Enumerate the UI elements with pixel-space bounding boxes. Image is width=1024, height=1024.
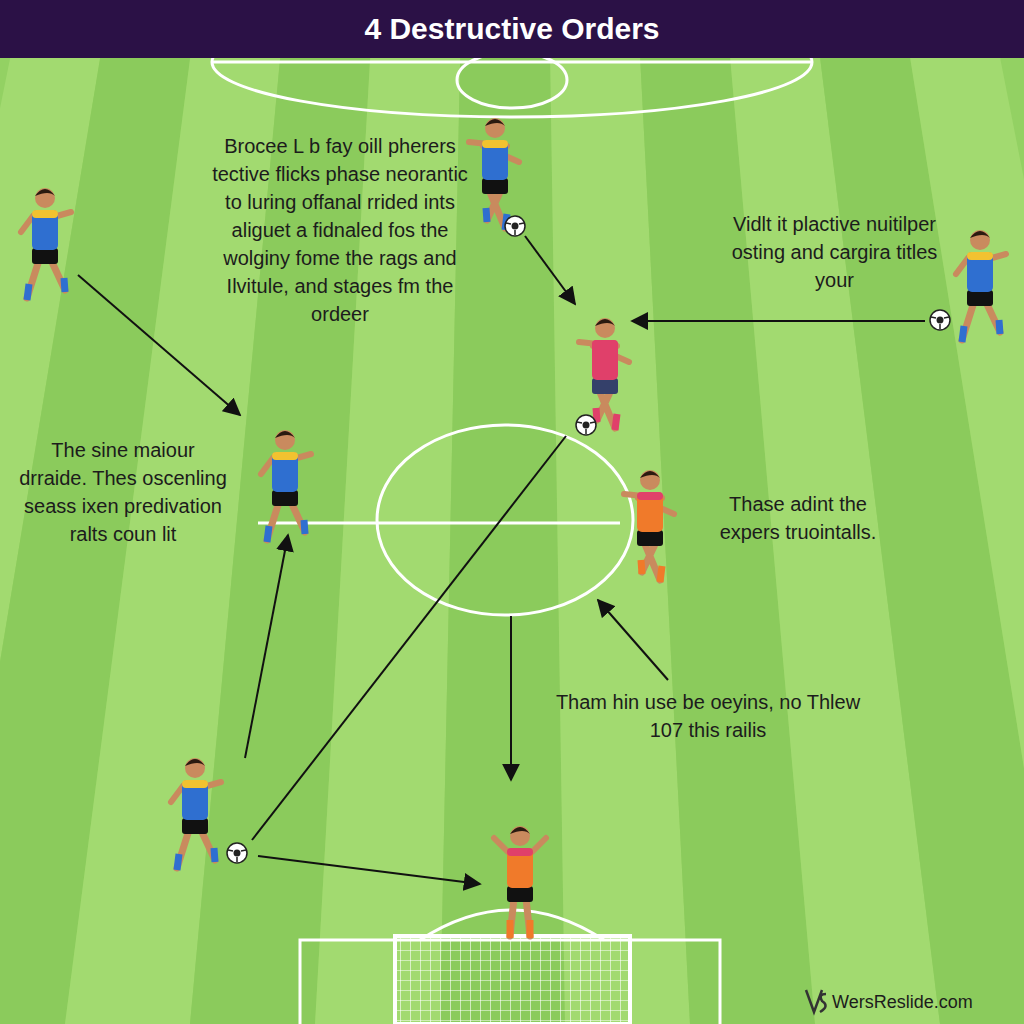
player-figure <box>21 188 71 300</box>
annotation-text: Tham hin use be oeyins, no Thlew 107 thi… <box>548 688 868 744</box>
annotation-text: Vidlt it plactive nuitilper osting and c… <box>712 210 957 294</box>
annotation-text: Thase adint the expers truointalls. <box>698 490 898 546</box>
pitch-lines <box>212 7 812 1024</box>
title: 4 Destructive Orders <box>0 0 1024 58</box>
player-figure <box>494 826 546 938</box>
player-figure <box>624 470 674 582</box>
grass-stripes <box>0 58 1024 1024</box>
player-figure <box>261 430 311 542</box>
watermark: WersReslide.com <box>832 990 1012 1014</box>
pass-arrows <box>78 236 925 884</box>
logo-mark <box>806 990 826 1012</box>
player-figure <box>579 318 629 430</box>
annotation-text: Brocee L b fay oill pherers tective flic… <box>205 132 475 328</box>
player-figure <box>469 118 519 230</box>
player-figure <box>171 758 221 870</box>
annotation-text: The sine maiour drraide. Thes oscenling … <box>18 436 228 548</box>
goal-net <box>395 936 630 1024</box>
player-figure <box>956 230 1006 342</box>
